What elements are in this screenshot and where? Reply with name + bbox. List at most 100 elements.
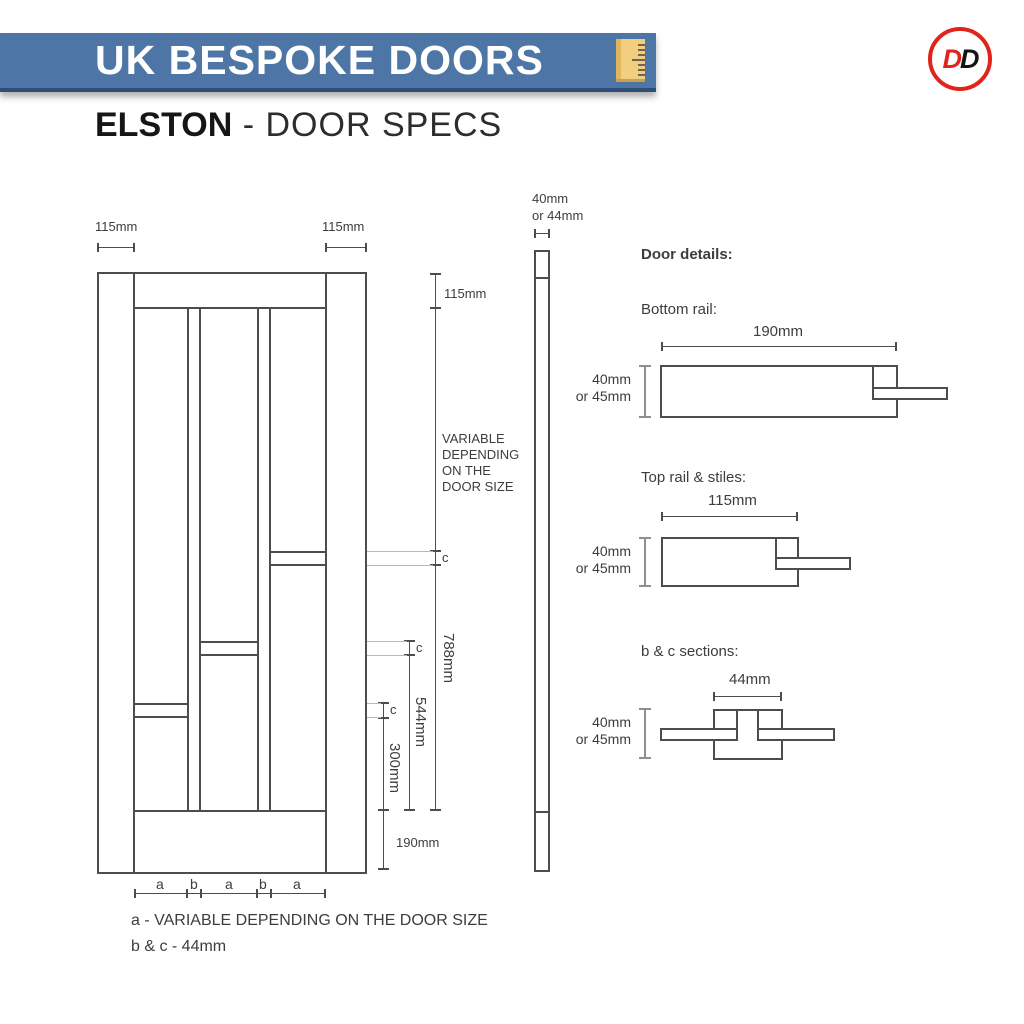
dim-line [325, 247, 367, 248]
bc-groove-line-left [736, 709, 738, 740]
bracket-tick [639, 416, 651, 418]
bottom-rail-section [660, 365, 898, 418]
thickness-line1: 40mm [592, 371, 631, 387]
dim-tick [780, 692, 782, 701]
door-outline [97, 272, 367, 874]
dim-tick [430, 809, 441, 811]
extension-line [367, 565, 433, 566]
stile-dim-right-label: 115mm [322, 219, 365, 234]
dim-tick [661, 512, 663, 521]
door-side-profile [534, 250, 550, 872]
bottom-rail-groove-line [872, 365, 874, 389]
thickness-bracket [644, 709, 646, 759]
bottom-label-b2: b [259, 876, 267, 892]
dim-tick [895, 342, 897, 351]
bracket-tick [639, 757, 651, 759]
note-a: a - VARIABLE DEPENDING ON THE DOOR SIZE [131, 912, 488, 929]
dim-544-label: 544mm [412, 696, 429, 748]
bottom-rail-thickness-label: 40mm or 45mm [563, 371, 631, 405]
dim-tick [430, 307, 441, 309]
bottom-rail-line [133, 810, 327, 812]
dim-tick [404, 809, 415, 811]
dim-line [134, 893, 326, 894]
dim-tick [534, 229, 536, 238]
dim-tick [378, 702, 389, 704]
dim-tick [134, 889, 136, 898]
thickness-line1: 40mm [592, 543, 631, 559]
dim-tick [97, 243, 99, 252]
dim-788-label: 788mm [440, 632, 457, 684]
dim-line [534, 233, 550, 234]
dim-tick [200, 889, 202, 898]
dim-tick [661, 342, 663, 351]
bottom-label-b1: b [190, 876, 198, 892]
dim-tick [404, 640, 415, 642]
dim-line-788 [435, 274, 436, 811]
details-heading: Door details: [641, 246, 733, 263]
c-rail-middle [199, 641, 259, 656]
muntin-2-left-line [257, 307, 259, 812]
dim-tick [430, 550, 441, 552]
top-rail-line [133, 307, 327, 309]
side-thickness-line1: 40mm [532, 191, 569, 206]
top-rail-heading: Top rail & stiles: [641, 469, 747, 486]
dim-tick [796, 512, 798, 521]
bottom-rail-heading: Bottom rail: [641, 301, 717, 318]
logo-letter-2: D [960, 43, 979, 74]
dim-tick [548, 229, 550, 238]
dim-line [713, 696, 782, 697]
extension-line [367, 551, 433, 552]
dim-tick [378, 809, 389, 811]
bracket-tick [639, 365, 651, 367]
c-label-2: c [416, 640, 423, 655]
c-label-3: c [390, 702, 397, 717]
top-rail-width-label: 115mm [708, 492, 757, 509]
bottom-rail-tongue [872, 387, 948, 400]
variable-note: VARIABLE DEPENDING ON THE DOOR SIZE [442, 431, 519, 495]
dim-line [661, 346, 897, 347]
bracket-tick [639, 585, 651, 587]
bottom-label-a1: a [156, 876, 164, 892]
dim-tick [365, 243, 367, 252]
variable-note-line: DOOR SIZE [442, 479, 514, 494]
dim-tick [256, 889, 258, 898]
bc-width-label: 44mm [729, 671, 771, 688]
top-rail-tongue [775, 557, 851, 570]
muntin-1-left-line [187, 307, 189, 812]
thickness-bracket [644, 366, 646, 417]
bottom-label-a2: a [225, 876, 233, 892]
page-title-suffix: - DOOR SPECS [232, 106, 503, 144]
dim-190-label: 190mm [396, 835, 440, 850]
side-profile-top-rail-line [536, 277, 548, 279]
bottom-label-a3: a [293, 876, 301, 892]
note-bc: b & c - 44mm [131, 938, 227, 955]
dim-tick [133, 243, 135, 252]
dim-tick [378, 717, 389, 719]
bc-sections-heading: b & c sections: [641, 643, 739, 660]
thickness-line2: or 45mm [575, 388, 631, 404]
bracket-tick [639, 708, 651, 710]
thickness-line2: or 45mm [575, 560, 631, 576]
variable-note-line: ON THE [442, 463, 491, 478]
stile-dim-left-label: 115mm [95, 219, 138, 234]
side-profile-bottom-rail-line [536, 811, 548, 813]
dim-tick [186, 889, 188, 898]
stile-line-right [325, 272, 327, 874]
dim-tick [378, 868, 389, 870]
c-label-1: c [442, 550, 449, 565]
extension-line [367, 717, 381, 718]
header-banner: UK BESPOKE DOORS [0, 33, 656, 92]
c-rail-left [133, 703, 189, 718]
variable-note-line: DEPENDING [442, 447, 520, 462]
thickness-line1: 40mm [592, 714, 631, 730]
dim-300-label: 300mm [386, 742, 403, 794]
side-thickness-line2: or 44mm [532, 208, 584, 223]
dim-tick [404, 654, 415, 656]
dim-tick [713, 692, 715, 701]
door-model-name: ELSTON [95, 106, 233, 144]
variable-note-line: VARIABLE [442, 431, 505, 446]
c-rail-right [269, 551, 327, 566]
dim-tick [430, 564, 441, 566]
dim-line [97, 247, 135, 248]
